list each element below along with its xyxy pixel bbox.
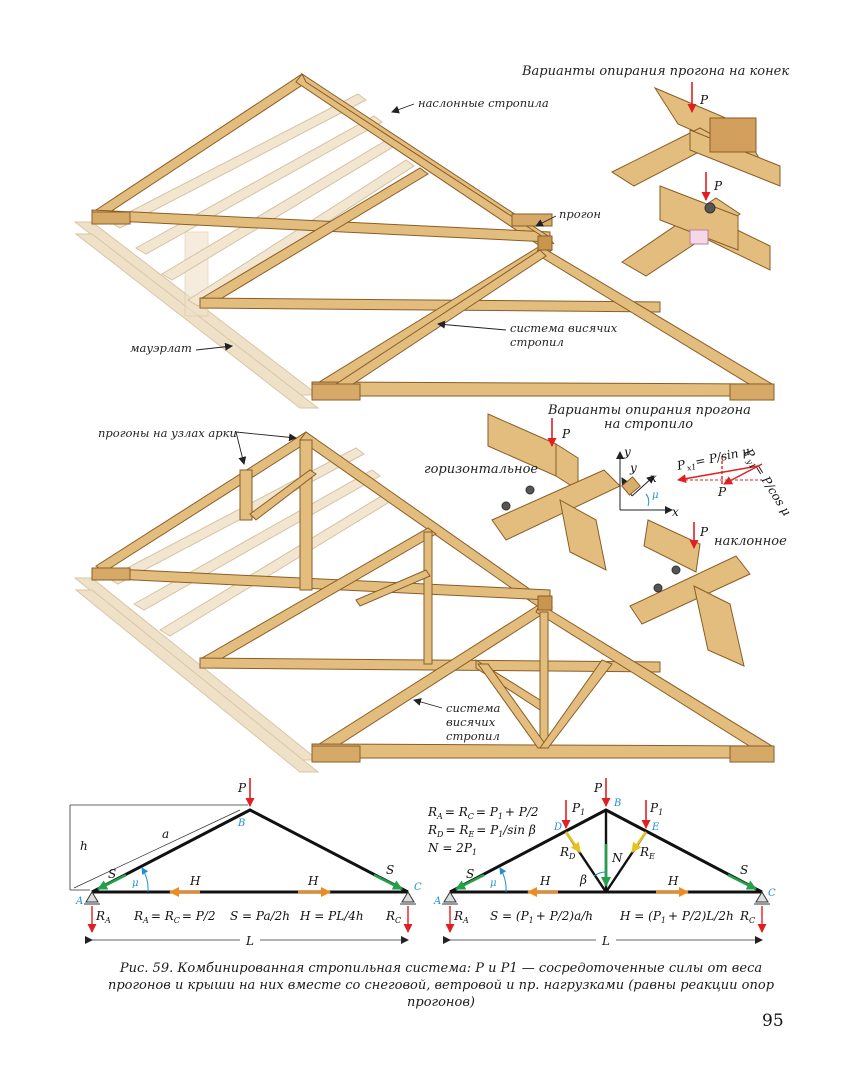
right-mu-label: μ bbox=[490, 878, 497, 889]
rafter-P-label-1: P bbox=[561, 427, 571, 441]
right-P1-right: P1 bbox=[649, 801, 663, 817]
right-P1-left: P1 bbox=[571, 801, 585, 817]
static-diagram-right: RA= RC= P1+ P/2 RD= RE= P1/sin β N = 2P1… bbox=[427, 778, 776, 948]
left-A-node: A bbox=[75, 896, 83, 907]
ridge-P-label-2: P bbox=[713, 179, 723, 193]
label-sistema2-line2: висячих bbox=[446, 715, 496, 729]
right-E-node: E bbox=[651, 822, 660, 833]
label-progony-uzly: прогоны на узлах арки bbox=[98, 426, 237, 440]
static-diagram-left: h a P B A C S S μ H H RA RC RA= RC= P/2 … bbox=[69, 778, 422, 948]
right-RD-label: RD bbox=[559, 845, 576, 861]
px1-label: Px1= P/sin μ bbox=[675, 444, 752, 475]
rafter-P-label-2: P bbox=[699, 525, 709, 539]
label-sistema1-line2: стропил bbox=[510, 335, 564, 349]
right-P-label: P bbox=[593, 781, 603, 795]
ridge-P-label-1: P bbox=[699, 93, 709, 107]
axis-x-label: x bbox=[672, 505, 679, 519]
ridge-support-details bbox=[610, 86, 781, 277]
left-H2-label: H bbox=[307, 874, 319, 888]
left-P-label: P bbox=[237, 781, 247, 795]
left-S1-label: S bbox=[108, 867, 116, 881]
top-labels: Варианты опирания прогона на конек P P н… bbox=[130, 64, 789, 355]
left-RC-label: RC bbox=[385, 909, 401, 925]
label-sistema2-line3: стропил bbox=[446, 729, 500, 743]
force-triangle: P Px1= P/sin μ Py1= P/cos μ bbox=[675, 444, 794, 519]
label-progon: прогон bbox=[559, 207, 601, 221]
right-formula-H: H = (P1+ P/2)L/2h bbox=[619, 909, 734, 925]
py1-label: Py1= P/cos μ bbox=[739, 445, 794, 519]
label-gorizontalnoe: горизонтальное bbox=[424, 462, 538, 477]
left-L-label: L bbox=[245, 934, 254, 948]
bottom-roof-illustration bbox=[73, 431, 775, 773]
label-sistema2-line1: система bbox=[446, 701, 501, 715]
left-B-node: B bbox=[237, 818, 245, 829]
rafter-support-details bbox=[487, 413, 751, 667]
right-RE-label: RE bbox=[639, 845, 655, 861]
right-S1-label: S bbox=[466, 867, 474, 881]
right-L-label: L bbox=[601, 934, 610, 948]
axis-x1-label: x bbox=[650, 471, 657, 485]
right-D-node: D bbox=[553, 822, 562, 833]
ridge-title: Варианты опирания прогона на конек bbox=[521, 64, 789, 79]
right-H1-label: H bbox=[539, 874, 551, 888]
right-eq3: N = 2P1 bbox=[427, 841, 477, 857]
left-mu-label: μ bbox=[132, 878, 139, 889]
figure-caption: Рис. 59. Комбинированная стропильная сис… bbox=[107, 961, 775, 1010]
triangle-P-label: P bbox=[717, 485, 727, 499]
bottom-truss-wood bbox=[91, 431, 775, 763]
axis-mu-label: μ bbox=[652, 490, 659, 501]
left-h-label: h bbox=[80, 839, 88, 853]
right-RC-label: RC bbox=[739, 909, 755, 925]
right-B-node: B bbox=[613, 798, 621, 809]
left-formula-H: H = PL/4h bbox=[299, 909, 364, 923]
right-formula-S: S = (P1+ P/2)a/h bbox=[490, 909, 593, 925]
top-truss-wood bbox=[91, 72, 775, 401]
axis-y1-label: y bbox=[629, 461, 637, 475]
page-number: 95 bbox=[762, 1011, 784, 1031]
rafter-title-line1: Варианты опирания прогона bbox=[547, 403, 751, 418]
right-H2-label: H bbox=[667, 874, 679, 888]
right-N-label: N bbox=[611, 851, 623, 865]
right-RA-label: RA bbox=[453, 909, 469, 925]
rafter-labels: Варианты опирания прогона на стропило P … bbox=[98, 403, 787, 743]
left-S2-label: S bbox=[386, 863, 394, 877]
right-beta-label: β bbox=[579, 873, 587, 887]
left-H1-label: H bbox=[189, 874, 201, 888]
axis-mini-diagram: y x y x μ bbox=[616, 445, 679, 519]
label-mauerlat: мауэрлат bbox=[130, 341, 192, 355]
left-formula-S: S = Pa/2h bbox=[230, 909, 290, 923]
right-A-node: A bbox=[433, 896, 441, 907]
right-S2-label: S bbox=[740, 863, 748, 877]
right-eq2: RD= RE= P1/sin β bbox=[427, 823, 536, 839]
ghost-rafters bbox=[108, 93, 415, 307]
right-eq1: RA= RC= P1+ P/2 bbox=[427, 805, 539, 821]
left-C-node: C bbox=[414, 882, 422, 893]
left-formula-R: RA= RC= P/2 bbox=[133, 909, 215, 925]
top-roof-illustration bbox=[73, 72, 775, 409]
rafter-title-line2: на стропило bbox=[604, 417, 693, 432]
label-sistema1-line1: система висячих bbox=[510, 321, 618, 335]
mauerlat-beams-2 bbox=[73, 577, 320, 773]
right-C-node: C bbox=[768, 888, 776, 899]
left-a-label: a bbox=[162, 827, 169, 841]
axis-y-label: y bbox=[623, 445, 631, 459]
label-naklonnoe: наклонное bbox=[714, 534, 787, 549]
left-RA-label: RA bbox=[95, 909, 111, 925]
label-naslonnye: наслонные стропила bbox=[418, 96, 549, 110]
